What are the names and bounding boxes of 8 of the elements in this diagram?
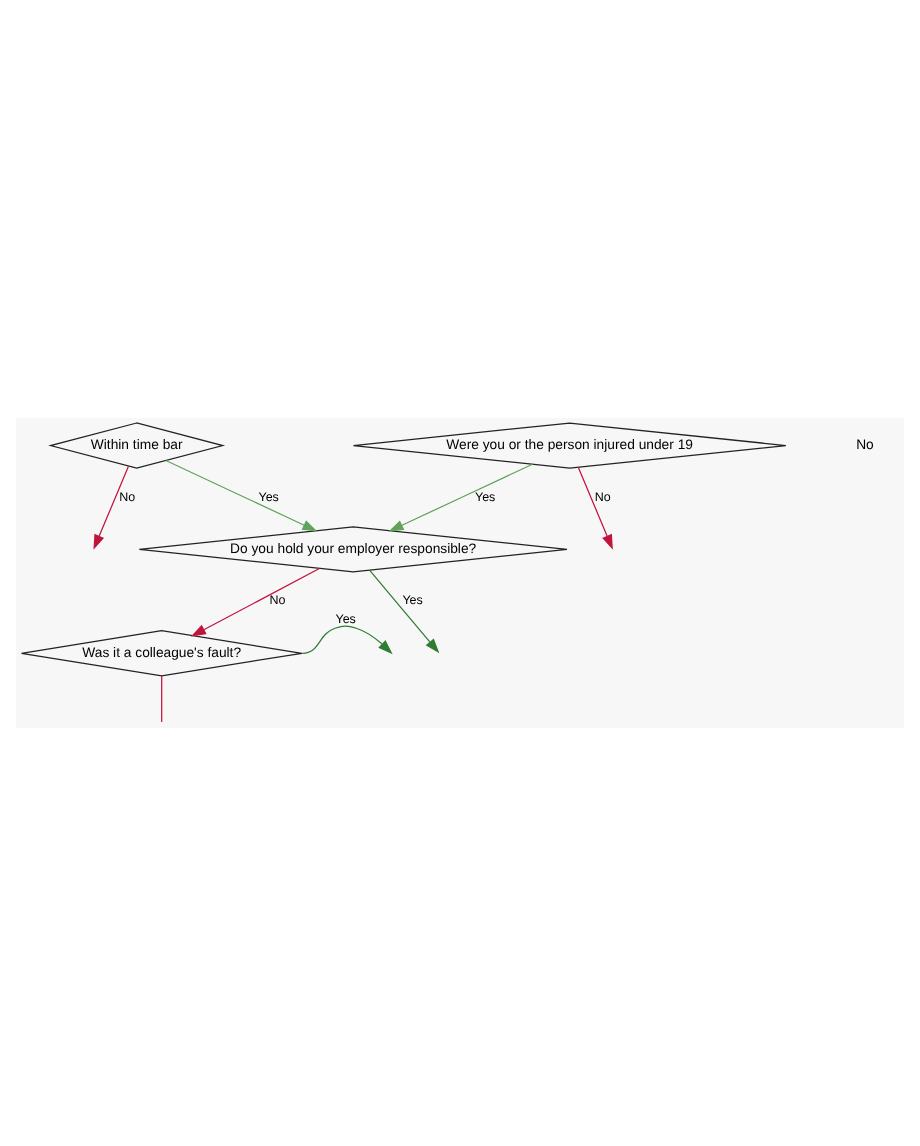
arrow: [301, 625, 393, 655]
connector: [161, 675, 163, 723]
arrow: [190, 567, 320, 637]
arrow: [577, 466, 613, 550]
arrow: [165, 459, 318, 532]
arrow: [388, 463, 534, 532]
arrow: [369, 570, 440, 654]
arrow: [93, 465, 130, 550]
